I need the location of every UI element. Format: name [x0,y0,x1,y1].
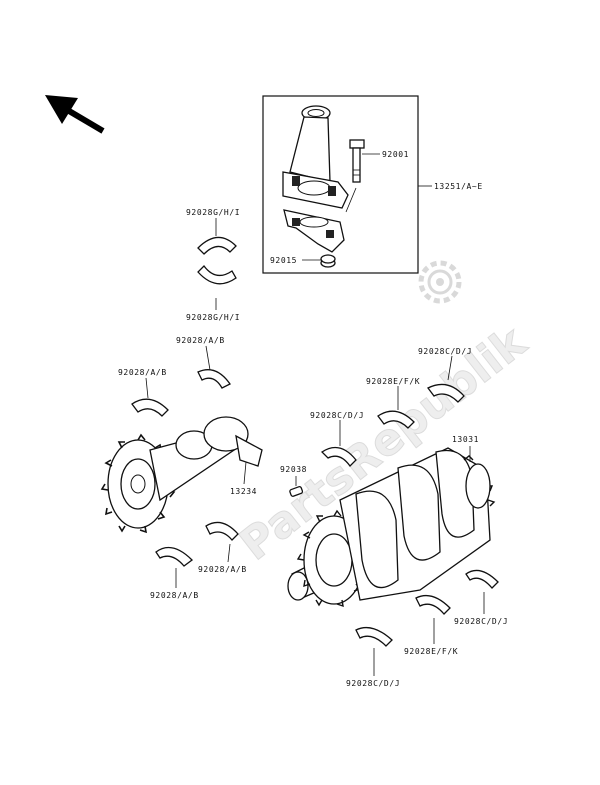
crankshaft-bearing-efk-2 [415,594,451,615]
rod-bearing-insert-top [197,236,237,255]
connecting-rod-cap [283,209,345,253]
balancer-shaft [100,416,263,534]
crankshaft-bearing-cdj-3 [465,569,499,589]
crankshaft-bearing-cdj-1 [427,383,465,403]
gear-icon [418,260,462,304]
part-labels: 92001 13251/A~E 92015 92028G/H/I 92028G/… [118,150,508,688]
crankshaft-bearing-cdj-4 [355,626,393,647]
label-crankshaft-bearing-cdj-1: 92028C/D/J [418,347,472,356]
balancer-bearing-lower-b [155,546,193,567]
label-crankshaft-bearing-efk-1: 92028E/F/K [366,377,420,386]
leader-lines [145,153,485,676]
nut [320,254,336,268]
label-bolt: 92001 [382,150,409,159]
label-balancer-bearing-upper-a: 92028/A/B [118,368,167,377]
front-direction-arrow-icon [45,95,105,134]
balancer-bearing-upper-a [131,398,169,417]
label-connecting-rod-assy: 13251/A~E [434,182,483,191]
connecting-rod-inset-box [262,95,419,274]
label-balancer-bearing-upper-b: 92028/A/B [176,336,225,345]
crankshaft-bearing-cdj-2 [320,446,357,468]
bolt [345,139,365,213]
crankshaft [287,447,496,608]
label-crankshaft-bearing-cdj-3: 92028C/D/J [454,617,508,626]
label-rod-bearing-bottom: 92028G/H/I [186,313,240,322]
label-crankshaft-bearing-cdj-4: 92028C/D/J [346,679,400,688]
label-balancer-bearing-lower-a: 92028/A/B [198,565,247,574]
label-balancer-shaft: 13234 [230,487,257,496]
connecting-rod [282,105,349,209]
label-balancer-bearing-lower-b: 92028/A/B [150,591,199,600]
crankshaft-bearing-efk-1 [377,410,415,429]
label-crankshaft-bearing-cdj-2: 92028C/D/J [310,411,364,420]
label-crankshaft-bearing-efk-2: 92028E/F/K [404,647,458,656]
rod-bearing-insert-bottom [197,265,237,285]
label-rod-bearing-top: 92028G/H/I [186,208,240,217]
label-key: 92038 [280,465,307,474]
label-nut: 92015 [270,256,297,265]
label-crankshaft: 13031 [452,435,479,444]
key [289,486,304,497]
balancer-bearing-upper-b [197,369,231,389]
balancer-bearing-lower-a [205,521,239,541]
